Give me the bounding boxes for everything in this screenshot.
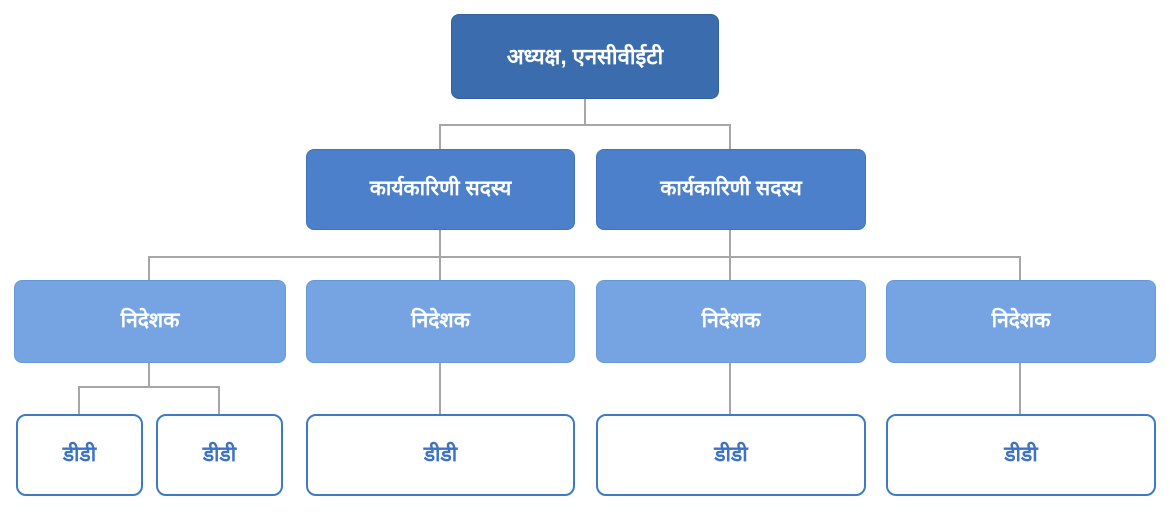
- node-dd-1-label: डीडी: [62, 442, 97, 466]
- node-dd-2: डीडी: [156, 414, 283, 496]
- node-dd-2-label: डीडी: [202, 442, 237, 466]
- connector-director1-down: [148, 363, 150, 388]
- connector-exec2-down: [729, 230, 731, 280]
- connector-director1-drop: [148, 256, 150, 280]
- node-director-4-label: निदेशक: [991, 309, 1051, 333]
- connector-level2-bus: [439, 124, 731, 126]
- node-dd-3-label: डीडी: [423, 442, 458, 466]
- node-chairman-label: अध्यक्ष, एनसीवीईटी: [506, 43, 664, 69]
- node-director-4: निदेशक: [886, 280, 1156, 363]
- connector-exec1-down: [439, 230, 441, 280]
- connector-exec1-drop: [439, 124, 441, 150]
- node-dd-5-label: डीडी: [1004, 442, 1038, 466]
- node-dd-1: डीडी: [16, 414, 143, 496]
- node-executive-member-1-label: कार्यकारिणी सदस्य: [369, 177, 512, 201]
- node-director-2-label: निदेशक: [411, 309, 470, 333]
- node-director-1-label: निदेशक: [120, 309, 180, 333]
- connector-director4-down: [1019, 363, 1021, 414]
- connector-dd2-drop: [218, 386, 220, 414]
- node-executive-member-2: कार्यकारिणी सदस्य: [596, 149, 866, 230]
- node-director-1: निदेशक: [14, 280, 286, 363]
- node-dd-5: डीडी: [886, 414, 1156, 496]
- node-dd-3: डीडी: [306, 414, 575, 496]
- connector-dd-bus: [78, 386, 220, 388]
- connector-chairman-down: [584, 99, 586, 126]
- node-director-3: निदेशक: [596, 280, 866, 363]
- node-director-2: निदेशक: [306, 280, 575, 363]
- connector-level3-bus: [148, 256, 1021, 258]
- connector-director3-down: [729, 363, 731, 414]
- node-executive-member-1: कार्यकारिणी सदस्य: [306, 149, 575, 230]
- connector-director4-drop: [1019, 256, 1021, 280]
- node-executive-member-2-label: कार्यकारिणी सदस्य: [660, 177, 802, 201]
- node-chairman-ncvet: अध्यक्ष, एनसीवीईटी: [451, 14, 719, 99]
- connector-dd1-drop: [78, 386, 80, 414]
- node-director-3-label: निदेशक: [701, 309, 761, 333]
- node-dd-4: डीडी: [596, 414, 866, 496]
- connector-exec2-drop: [729, 124, 731, 150]
- node-dd-4-label: डीडी: [714, 442, 748, 466]
- connector-director2-down: [439, 363, 441, 414]
